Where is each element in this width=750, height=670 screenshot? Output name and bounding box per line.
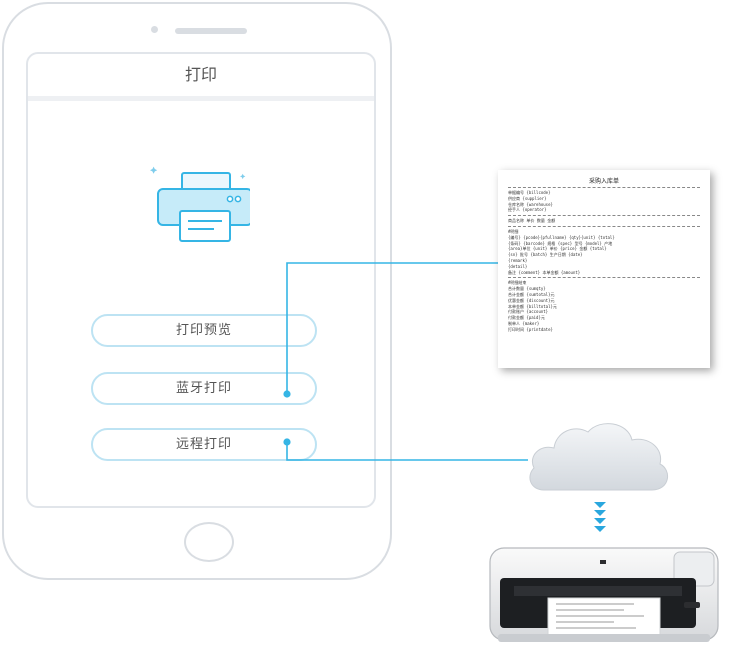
receipt-line: {area}单位 {unit} 单价 {price} 金额 {total}: [508, 246, 607, 252]
header-divider: [28, 96, 374, 101]
receipt-line: 本单金额 {billtotal}元: [508, 303, 557, 309]
receipt-line: 经手人 {operator}: [508, 207, 547, 213]
receipt-line: 付款账户 {account}: [508, 309, 549, 315]
receipt-divider: [508, 225, 700, 227]
receipt-line: 仓库名称 {warehouse}: [508, 201, 553, 207]
printer-device-icon: [489, 547, 719, 642]
receipt-line: 合计金额 {sumtotal}元: [508, 291, 555, 297]
cloud-icon: [529, 423, 668, 491]
receipt-line: 供应商 {supplier}: [508, 195, 547, 201]
phone-frame: 打印: [2, 2, 392, 580]
receipt-line: 优惠金额 {discount}元: [508, 297, 555, 303]
page-title: 打印: [184, 65, 217, 84]
receipt-line: 备注 {comment} 本单金额 {amount}: [508, 269, 581, 275]
camera-dot: [151, 26, 158, 33]
bluetooth-print-button[interactable]: 蓝牙打印: [91, 372, 317, 405]
receipt-divider: [508, 215, 700, 217]
down-arrows-icon: [594, 502, 606, 532]
receipt-line: #明细: [508, 228, 519, 234]
receipt-line: {条码} {barcode} 规格 {spec} 型号 {model} 产地: [508, 240, 613, 246]
receipt-line: 商品名称 单价 数量 金额: [508, 218, 556, 224]
print-preview-button[interactable]: 打印预览: [91, 314, 317, 347]
receipt-line: 单据编号 {billcode}: [508, 190, 551, 195]
receipt-line: {detail}: [508, 263, 528, 269]
receipt-preview: 采购入库单 单据编号 {billcode} 供应商 {supplier} 仓库名…: [498, 170, 710, 368]
receipt-line: {编号} {pcode}{pfullname} {qty}{unit} {tot…: [508, 234, 615, 240]
receipt-line: 打印时间 {printdate}: [508, 326, 553, 332]
receipt-line: {remark}: [508, 257, 528, 263]
receipt-line: {sn} 批号 {batch} 生产日期 {date}: [508, 252, 583, 258]
receipt-divider: [508, 187, 700, 188]
receipt-line: 制单人 {maker}: [508, 320, 540, 326]
speaker-slot: [175, 28, 247, 34]
receipt-line: #明细结束: [508, 280, 527, 286]
receipt-line: 付款金额 {paid}元: [508, 315, 545, 321]
receipt-divider: [508, 277, 700, 279]
receipt-line: 合计数量 {sumqty}: [508, 286, 546, 292]
remote-print-button[interactable]: 远程打印: [91, 428, 317, 461]
receipt-title: 采购入库单: [588, 178, 619, 185]
printer-icon: [150, 166, 250, 242]
home-button[interactable]: [184, 522, 234, 562]
